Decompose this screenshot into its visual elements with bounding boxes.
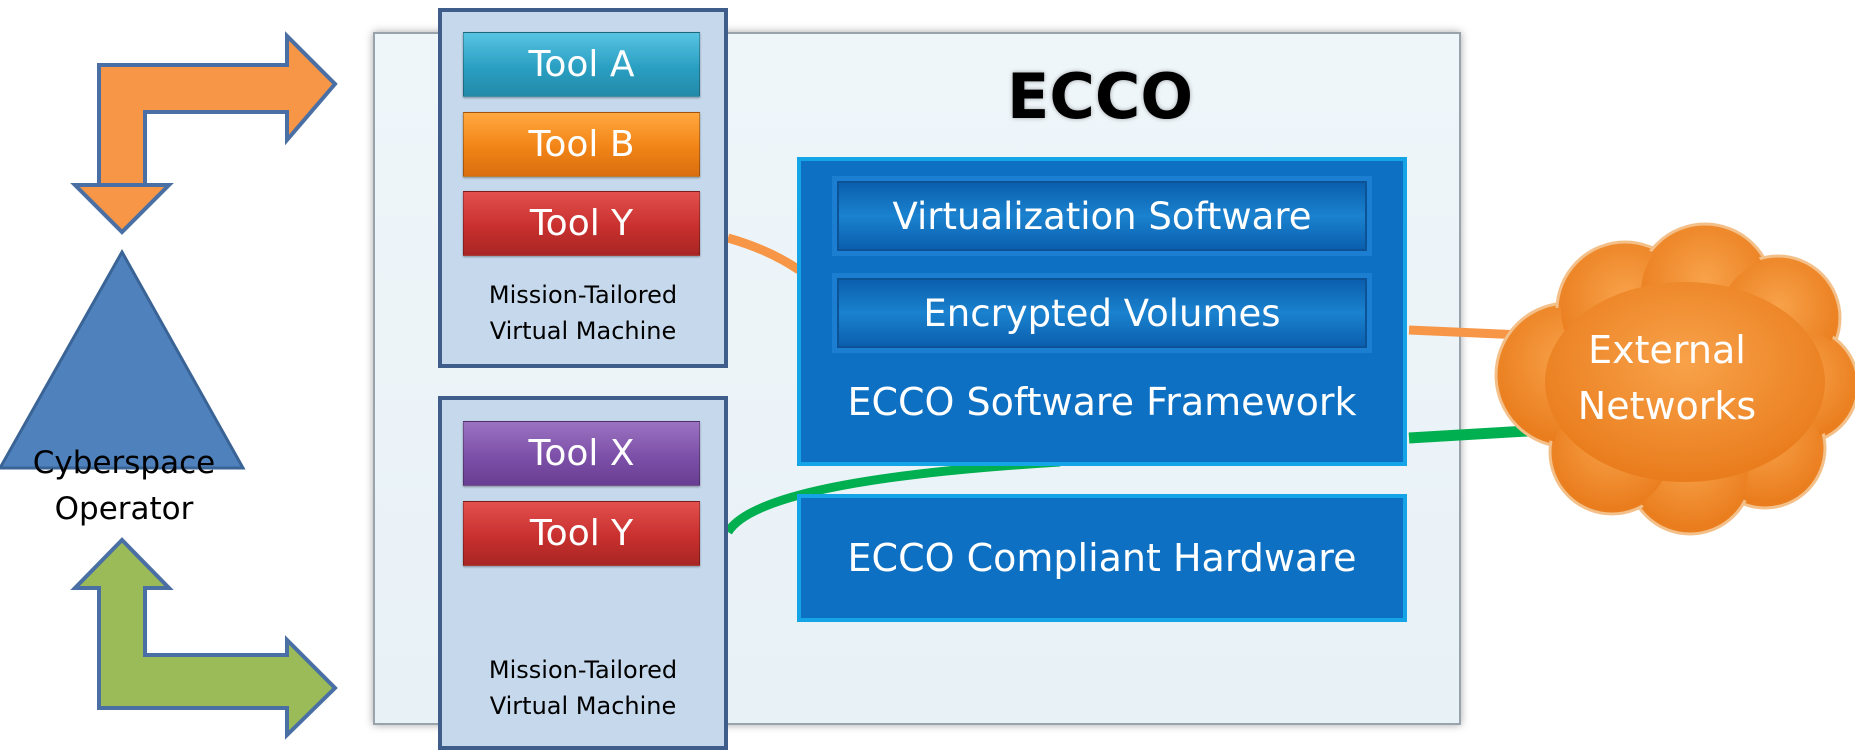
- vm-bottom-caption-line1: Mission-Tailored: [488, 656, 678, 684]
- vm-top-caption: Mission-Tailored Virtual Machine: [438, 277, 728, 349]
- external-networks-line2: Networks: [1577, 384, 1757, 428]
- operator-label: Cyberspace Operator: [8, 440, 240, 532]
- software-framework-label: ECCO Software Framework: [847, 380, 1357, 424]
- vm-bottom-caption-line2: Virtual Machine: [489, 692, 677, 720]
- virtualization-software-bar: Virtualization Software: [832, 176, 1372, 256]
- tool-y-bottom-box: Tool Y: [463, 501, 700, 566]
- tool-b-box: Tool B: [463, 112, 700, 177]
- compliant-hardware-box: ECCO Compliant Hardware: [797, 494, 1407, 622]
- orange-elbow-arrow: [70, 31, 338, 235]
- green-elbow-arrow: [70, 537, 338, 740]
- encrypted-volumes-bar: Encrypted Volumes: [832, 273, 1372, 353]
- page-title: ECCO: [1006, 60, 1194, 133]
- external-networks-line1: External: [1588, 328, 1746, 372]
- operator-label-line1: Cyberspace: [32, 445, 216, 481]
- vm-bottom-green-link: [724, 457, 1061, 535]
- tool-a-box: Tool A: [463, 32, 700, 97]
- tool-y-top-box: Tool Y: [463, 191, 700, 256]
- tool-x-box: Tool X: [463, 421, 700, 486]
- vm-top-orange-link: [726, 233, 802, 274]
- external-networks-cloud: [1494, 222, 1855, 536]
- operator-label-line2: Operator: [54, 491, 194, 527]
- operator-triangle: [0, 248, 246, 470]
- vm-top-caption-line2: Virtual Machine: [489, 317, 677, 345]
- vm-top-caption-line1: Mission-Tailored: [488, 281, 678, 309]
- vm-bottom-caption: Mission-Tailored Virtual Machine: [438, 652, 728, 724]
- external-networks-label: External Networks: [1552, 322, 1782, 434]
